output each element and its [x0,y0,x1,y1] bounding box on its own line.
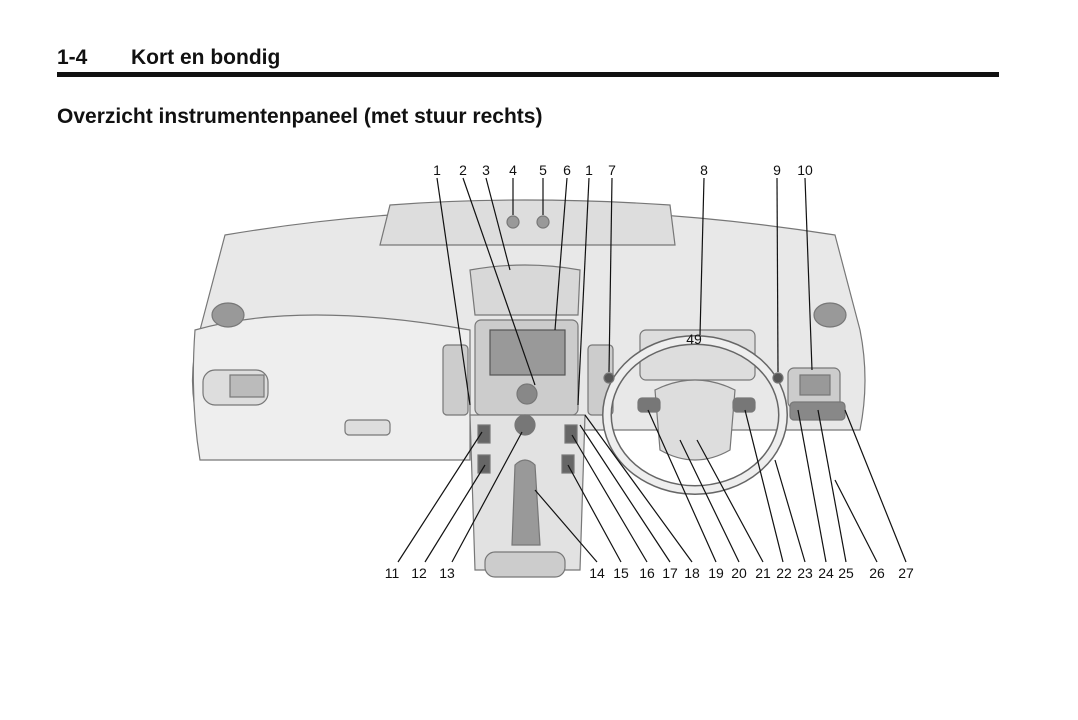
callout-label: 12 [411,565,427,581]
callout-label: 8 [700,162,708,178]
callout-label: 18 [684,565,700,581]
callout-label: 11 [385,565,400,581]
callout-label: 23 [797,565,813,581]
section-title: Kort en bondig [131,46,281,69]
callout-label: 9 [773,162,781,178]
page-header: 1-4 Kort en bondig [57,46,280,70]
callout-label: 2 [459,162,467,178]
callout-label: 6 [563,162,571,178]
callout-label: 26 [869,565,885,581]
callout-label: 5 [539,162,547,178]
display-value: 49 [686,331,702,347]
header-rule [57,72,999,77]
callout-label: 1 [585,162,593,178]
callout-label: 14 [589,565,605,581]
callout-label: 19 [708,565,724,581]
callout-label: 10 [797,162,813,178]
callout-label: 4 [509,162,517,178]
callout-label: 24 [818,565,834,581]
callout-label: 22 [776,565,792,581]
callout-label: 13 [439,565,455,581]
callout-label: 21 [755,565,771,581]
callout-label: 27 [898,565,914,581]
callout-label: 15 [613,565,629,581]
top-callouts: 1 2 3 4 5 6 1 7 8 9 10 [433,162,813,178]
callout-label: 16 [639,565,655,581]
page-title: Overzicht instrumentenpaneel (met stuur … [57,105,543,128]
callout-label: 3 [482,162,490,178]
callout-label: 1 [433,162,441,178]
dashboard-drawing [191,199,866,578]
callout-label: 17 [662,565,678,581]
leader-lines [397,177,907,563]
callout-label: 7 [608,162,616,178]
page-number: 1-4 [57,46,88,69]
callout-label: 20 [731,565,747,581]
callout-label: 25 [838,565,854,581]
bottom-callouts: 11 12 13 14 15 16 17 18 19 20 21 22 23 2… [385,565,914,581]
